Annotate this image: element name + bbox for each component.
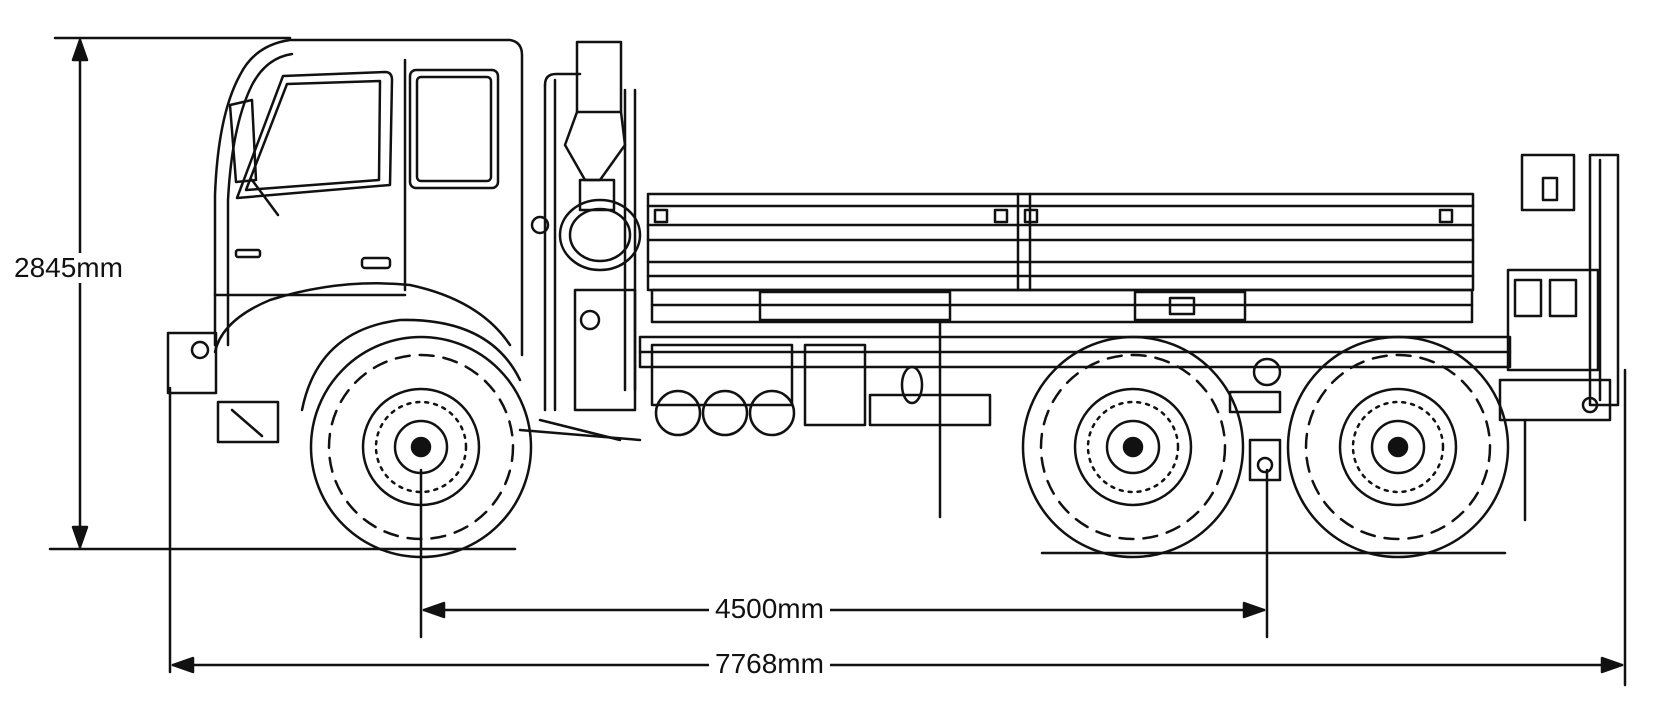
exhaust-stack: [530, 40, 642, 412]
chassis: [518, 320, 1512, 519]
height-label: 2845mm: [8, 253, 129, 283]
rear-wheel: [1286, 335, 1510, 559]
cab: [166, 38, 524, 444]
cargo-bed: [646, 192, 1475, 324]
front-wheel: [309, 335, 533, 559]
rear-crane: [1498, 153, 1620, 522]
wheelbase-label: 4500mm: [709, 594, 830, 624]
overall-length-label: 7768mm: [709, 649, 830, 679]
middle-wheel: [1021, 335, 1245, 559]
overall-length-dimension: [168, 368, 1627, 687]
height-dimension: [48, 36, 517, 551]
